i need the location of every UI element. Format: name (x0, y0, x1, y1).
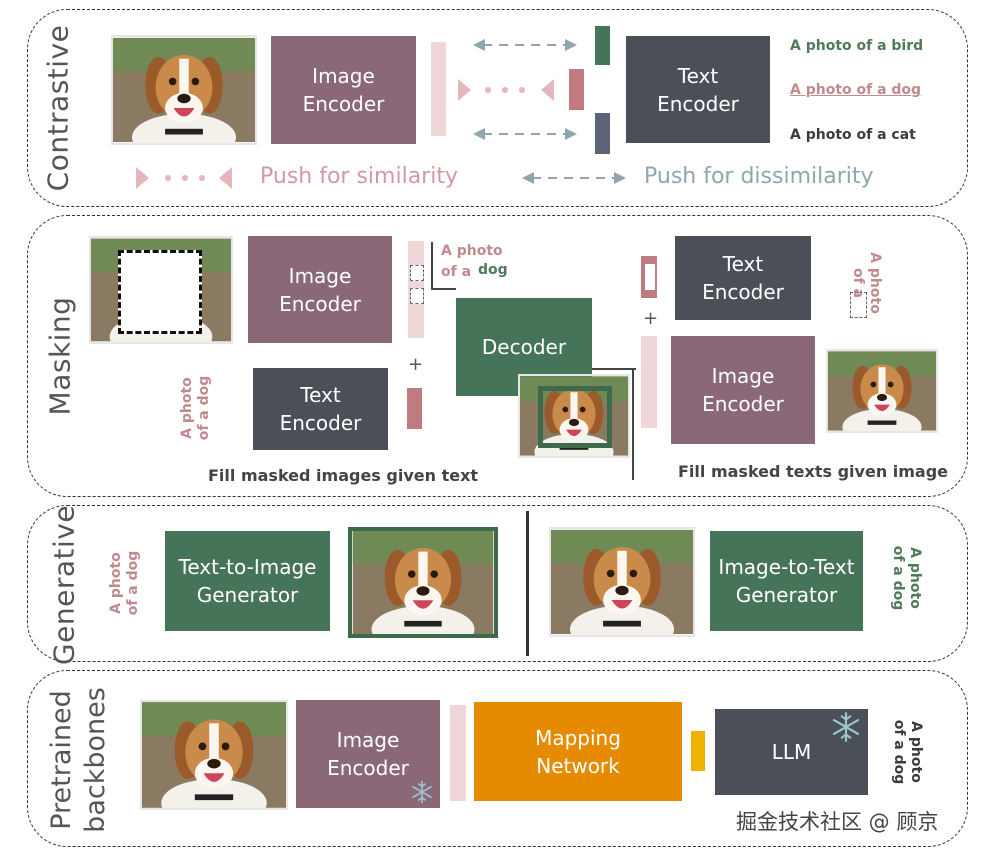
image-encoder-pretrained: Image Encoder (296, 700, 440, 808)
generated-dog-photo (348, 527, 498, 638)
text-cat: A photo of a cat (790, 127, 916, 143)
push-similarity-label: Push for similarity (260, 164, 458, 189)
mapped-embedding (691, 731, 705, 771)
image-embedding (431, 42, 446, 136)
dog-photo-i2t (549, 527, 695, 637)
generative-divider (526, 511, 529, 656)
text-bird: A photo of a bird (790, 38, 924, 54)
push-dissimilarity-label: Push for dissimilarity (644, 164, 874, 189)
connector-line (431, 242, 433, 290)
connector-line (632, 368, 634, 480)
similarity-legend-icon (136, 167, 232, 189)
text-embedding-cat (595, 113, 610, 154)
connector-line (592, 368, 636, 370)
masking-label: Masking (43, 296, 77, 416)
text-embedding-bird (595, 26, 610, 65)
text-embedding-dog (569, 69, 584, 110)
dog-photo-pretrained (140, 700, 288, 810)
t2i-input-text: A photo of a dog (108, 550, 141, 616)
pretrained-label: Pretrained backbones (46, 687, 111, 833)
masked-word-slot (850, 292, 867, 318)
text-encoder: Text Encoder (626, 36, 770, 143)
plus-left: + (408, 354, 424, 375)
dissimilarity-legend-icon (522, 172, 626, 184)
masked-text-word: dog (478, 262, 508, 278)
watermark: 掘金技术社区 @ 顾京 (736, 810, 939, 834)
text-encoder-right: Text Encoder (675, 236, 811, 320)
masked-text-prefix: A photo of a (441, 243, 503, 280)
contrastive-panel (27, 9, 968, 207)
mask-slot (410, 265, 424, 281)
image-mask (118, 250, 202, 334)
generative-label: Generative (47, 504, 81, 666)
pretrained-panel (27, 670, 968, 847)
masked-dog-photo (89, 236, 233, 344)
generative-panel (27, 505, 968, 662)
contrastive-label: Contrastive (41, 24, 75, 192)
dog-photo (111, 35, 257, 145)
mask-slot (645, 264, 655, 290)
text-encoder-left: Text Encoder (253, 368, 388, 450)
image-encoder-right: Image Encoder (671, 336, 815, 444)
reconstructed-dog-photo (518, 374, 630, 458)
image-embedding-pretrained (450, 705, 466, 801)
llm-output-text: A photo of a dog (891, 719, 924, 785)
mask-slot (410, 288, 424, 304)
caption-fill-images: Fill masked images given text (208, 466, 479, 485)
dog-photo-right (826, 349, 938, 433)
connector-line (431, 288, 456, 290)
masking-panel (27, 215, 968, 497)
caption-fill-texts: Fill masked texts given image (678, 462, 949, 481)
left-vertical-text: A photo of a dog (179, 375, 212, 441)
image-encoder-left: Image Encoder (248, 236, 392, 343)
plus-right: + (643, 308, 659, 329)
image-to-text-generator: Image-to-Text Generator (710, 531, 863, 631)
mapping-network: Mapping Network (474, 702, 682, 801)
text-embedding-left (407, 388, 422, 429)
llm: LLM (715, 709, 868, 795)
i2t-output-text: A photo of a dog (890, 545, 923, 611)
image-embedding-right (641, 336, 657, 428)
image-encoder: Image Encoder (271, 36, 416, 144)
text-to-image-generator: Text-to-Image Generator (165, 531, 330, 631)
snowflake-icon (410, 780, 434, 804)
reconstructed-region (538, 386, 612, 448)
contrastive-arrows (458, 39, 577, 140)
snowflake-icon (830, 711, 862, 743)
text-dog: A photo of a dog (790, 82, 922, 98)
